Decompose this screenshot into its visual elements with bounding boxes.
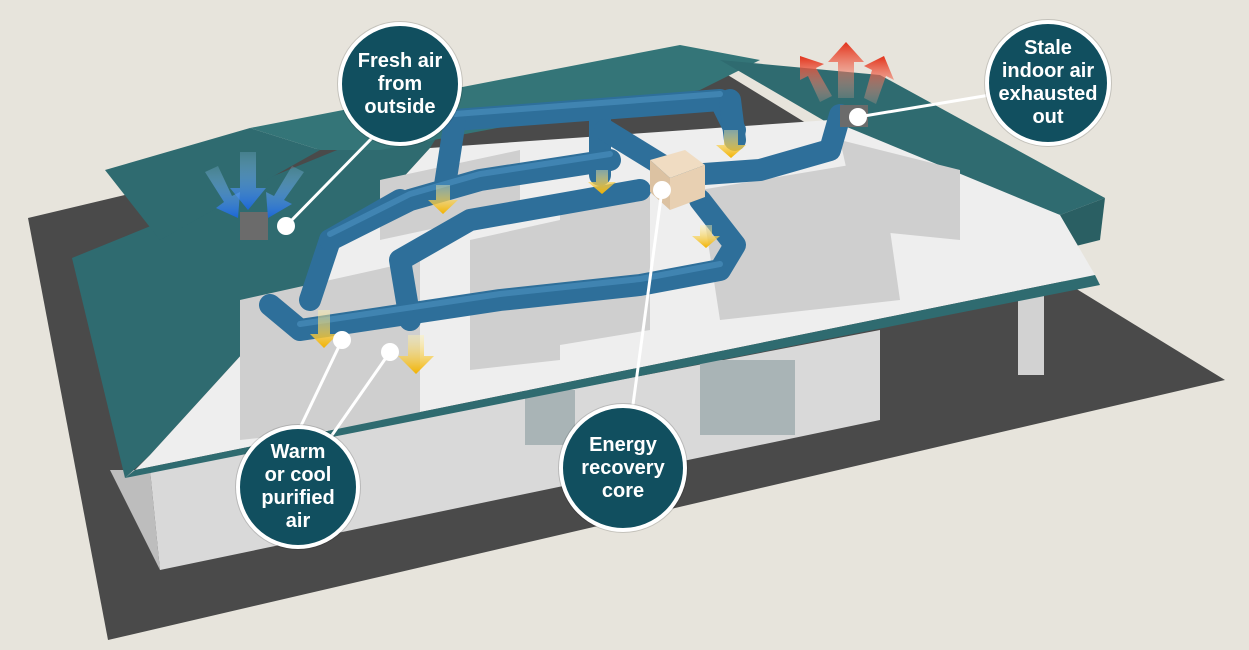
stale-air-callout: Stale indoor air exhausted out [985,20,1111,146]
callout-line: Stale [1024,37,1072,59]
callout-line: indoor air [1001,60,1095,82]
callout-line: recovery [581,456,665,479]
callout-line: Energy [589,433,657,456]
callout-line: exhausted [998,83,1098,105]
red-up-arrows-icon [800,42,894,104]
callout-line: Warm [270,441,326,463]
callout-line: out [1032,106,1064,128]
duct-highlight [297,91,723,327]
yellow-down-arrow-icon [310,130,746,374]
fresh-air-callout: Fresh air from outside [338,22,462,146]
callout-line: air [285,510,311,532]
roof-back-left [105,128,320,240]
callout-line: Fresh air [357,49,443,72]
roof-left [72,100,460,478]
callout-line: from [377,72,423,95]
roof-rim [125,275,1100,478]
callout-line: outside [364,95,436,118]
window [700,360,795,435]
carport-post [1018,290,1044,375]
callout-line: or cool [264,464,332,486]
energy-recovery-core-callout: Energy recovery core [559,404,687,532]
roof-right [720,60,1105,215]
intake-vent [240,212,268,240]
callout-leader-lines [284,93,991,439]
callout-line: purified [261,487,335,509]
warm-cool-air-callout: Warm or cool purified air [236,425,360,549]
callout-line: core [601,479,645,502]
blue-down-arrows-icon [205,152,304,218]
callout-pointer-dots [277,108,867,361]
